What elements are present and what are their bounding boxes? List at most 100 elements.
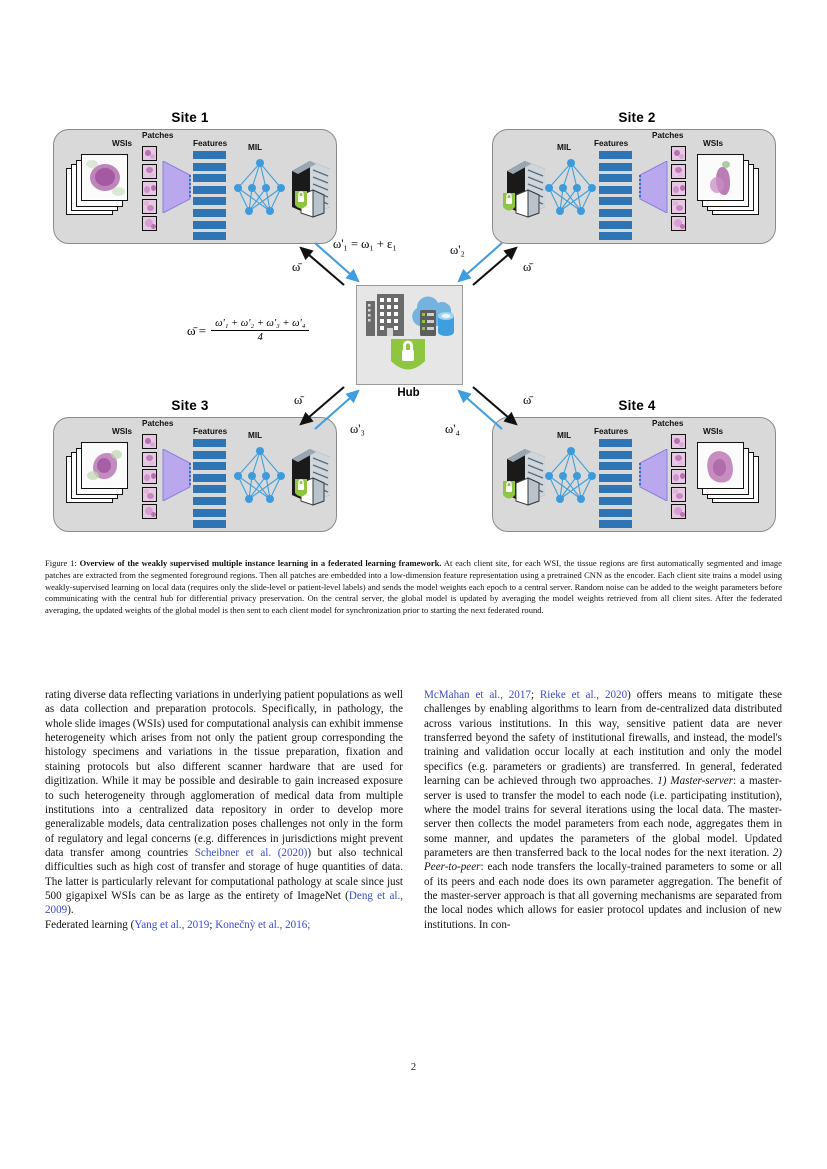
site-1-panel: WSIs Patches Features MIL [53, 129, 337, 244]
site-3-tissue-image [84, 445, 125, 486]
averaging-equation-denominator: 4 [257, 332, 263, 343]
paragraph-1: rating diverse data reflecting variation… [45, 688, 403, 918]
arrow-label-omegabar-br: ω̄ [523, 393, 532, 407]
citation-separator-1: ; [209, 918, 216, 931]
caption-prefix: Figure 1: [45, 558, 80, 568]
averaging-equation-numerator: ω'₁ + ω'₂ + ω'₃ + ω'₄ [215, 318, 306, 329]
site-1-patch-column [142, 146, 157, 234]
arrow-label-omegabar-bl: ω̄ [294, 393, 303, 407]
site-3-encoder-funnel [162, 448, 192, 506]
para1-text-c: ). [67, 904, 74, 917]
site-4-server-icon [501, 445, 547, 512]
arrow-label-omegabar-tl: ω̄ [292, 260, 301, 274]
site-3-mil-network [232, 444, 288, 511]
site-3-patches-label: Patches [142, 419, 174, 428]
body-column-left: rating diverse data reflecting variation… [45, 688, 403, 932]
site-4-title: Site 4 [618, 398, 656, 413]
site-4-patch-column [671, 434, 686, 522]
citation-deng[interactable]: Deng et al., 2009 [45, 890, 403, 917]
para1-text-a: rating diverse data reflecting variation… [45, 689, 403, 859]
site-1-wsis-label: WSIs [112, 139, 133, 148]
site-1-patches-label: Patches [142, 131, 174, 140]
site-3-title: Site 3 [171, 398, 209, 413]
fraction-bar [211, 330, 310, 331]
site-4-patches-label: Patches [652, 419, 684, 428]
site-3-feature-bars [193, 439, 226, 532]
citation-konecny[interactable]: Konečnỳ et al., 2016; [215, 918, 311, 931]
site-2-title: Site 2 [618, 110, 656, 125]
page-number: 2 [410, 1062, 417, 1073]
site-1-mil-label: MIL [248, 143, 263, 152]
arrow-layer [299, 242, 518, 430]
site-2-patches-label: Patches [652, 131, 684, 140]
para3-text-a: ) offers means to mitigate these challen… [424, 689, 782, 788]
para3-text-c: : each node transfers the locally-traine… [424, 861, 782, 931]
site-3-wsis-label: WSIs [112, 427, 133, 436]
cloud-server-icon [412, 296, 454, 336]
shield-lock-icon [391, 339, 425, 370]
citation-separator-2: ; [530, 689, 540, 701]
site-4-feature-bars [599, 439, 632, 532]
site-3-patch-column [142, 434, 157, 522]
hub-box [356, 285, 463, 385]
site-3-server-icon [286, 445, 332, 512]
site-3-panel: WSIs Patches Features MIL [53, 417, 337, 532]
citation-scheibner[interactable]: Scheibner et al. (2020) [194, 846, 308, 859]
site-1-wsi-stack [66, 154, 130, 218]
site-4-mil-label: MIL [557, 431, 572, 440]
paragraph-3: McMahan et al., 2017; Rieke et al., 2020… [424, 688, 782, 932]
building-icon [366, 294, 404, 336]
site-2-mil-network [543, 156, 599, 223]
para1-text-b: ) but also technical difficulties such a… [45, 846, 403, 903]
site-1-title: Site 1 [171, 110, 209, 125]
averaging-equation-fraction: ω'₁ + ω'₂ + ω'₃ + ω'₄ 4 [211, 318, 310, 343]
arrow-label-omega3: ω'₃ [350, 422, 365, 436]
site-1-tissue-image [84, 157, 125, 198]
site-4-panel: WSIs Patches Features MIL [492, 417, 776, 532]
site-4-wsi-stack [696, 442, 760, 506]
para2-text-a: Federated learning ( [45, 918, 135, 931]
body-column-right: McMahan et al., 2017; Rieke et al., 2020… [424, 688, 782, 932]
site-4-encoder-funnel [638, 448, 668, 506]
hub-label: Hub [397, 387, 420, 399]
paragraph-2: Federated learning (Yang et al., 2019; K… [45, 918, 403, 932]
hub-graphic [366, 294, 454, 370]
site-4-features-label: Features [594, 427, 629, 436]
site-2-tissue-image [700, 157, 741, 198]
site-2-mil-label: MIL [557, 143, 572, 152]
site-2-panel: WSIs Patches Features MIL [492, 129, 776, 244]
site-4-tissue-image [700, 445, 741, 486]
arrow-label-omega1: ω'₁ = ω₁ + ε₁ [333, 237, 397, 251]
site-2-wsi-stack [696, 154, 760, 218]
caption-body: At each client site, for each WSI, the t… [45, 558, 782, 616]
site-2-server-icon [501, 157, 547, 224]
site-4-wsis-label: WSIs [703, 427, 724, 436]
site-2-encoder-funnel [638, 160, 668, 218]
caption-bold-title: Overview of the weakly supervised multip… [79, 558, 442, 568]
para3-text-b: : a master-server is used to transfer th… [424, 775, 782, 859]
site-3-features-label: Features [193, 427, 228, 436]
site-1-server-icon [286, 157, 332, 224]
site-2-wsis-label: WSIs [703, 139, 724, 148]
site-4-mil-network [543, 444, 599, 511]
arrow-label-omega4: ω'₄ [445, 422, 460, 436]
figure-1: Site 1 Site 2 Site 3 Site 4 WSIs Patches… [45, 110, 782, 550]
arrow-label-omegabar-tr: ω̄ [523, 260, 532, 274]
site-3-wsi-stack [66, 442, 130, 506]
averaging-equation: ω̄ = ω'₁ + ω'₂ + ω'₃ + ω'₄ 4 [187, 318, 310, 343]
site-1-features-label: Features [193, 139, 228, 148]
figure-caption: Figure 1: Overview of the weakly supervi… [45, 558, 782, 617]
averaging-equation-lhs: ω̄ = [187, 322, 207, 338]
emphasis-peer-to-peer: 2) Peer-to-peer [424, 846, 782, 874]
site-1-encoder-funnel [162, 160, 192, 218]
arrow-label-omega2: ω'₂ [450, 243, 465, 257]
citation-yang[interactable]: Yang et al., 2019 [134, 918, 210, 931]
site-1-mil-network [232, 156, 288, 223]
citation-mcmahan[interactable]: McMahan et al., 2017 [424, 689, 531, 701]
site-2-features-label: Features [594, 139, 629, 148]
site-2-feature-bars [599, 151, 632, 244]
citation-rieke[interactable]: Rieke et al., 2020 [539, 689, 628, 701]
site-1-feature-bars [193, 151, 226, 244]
emphasis-master-server: 1) Master-server [657, 775, 734, 788]
